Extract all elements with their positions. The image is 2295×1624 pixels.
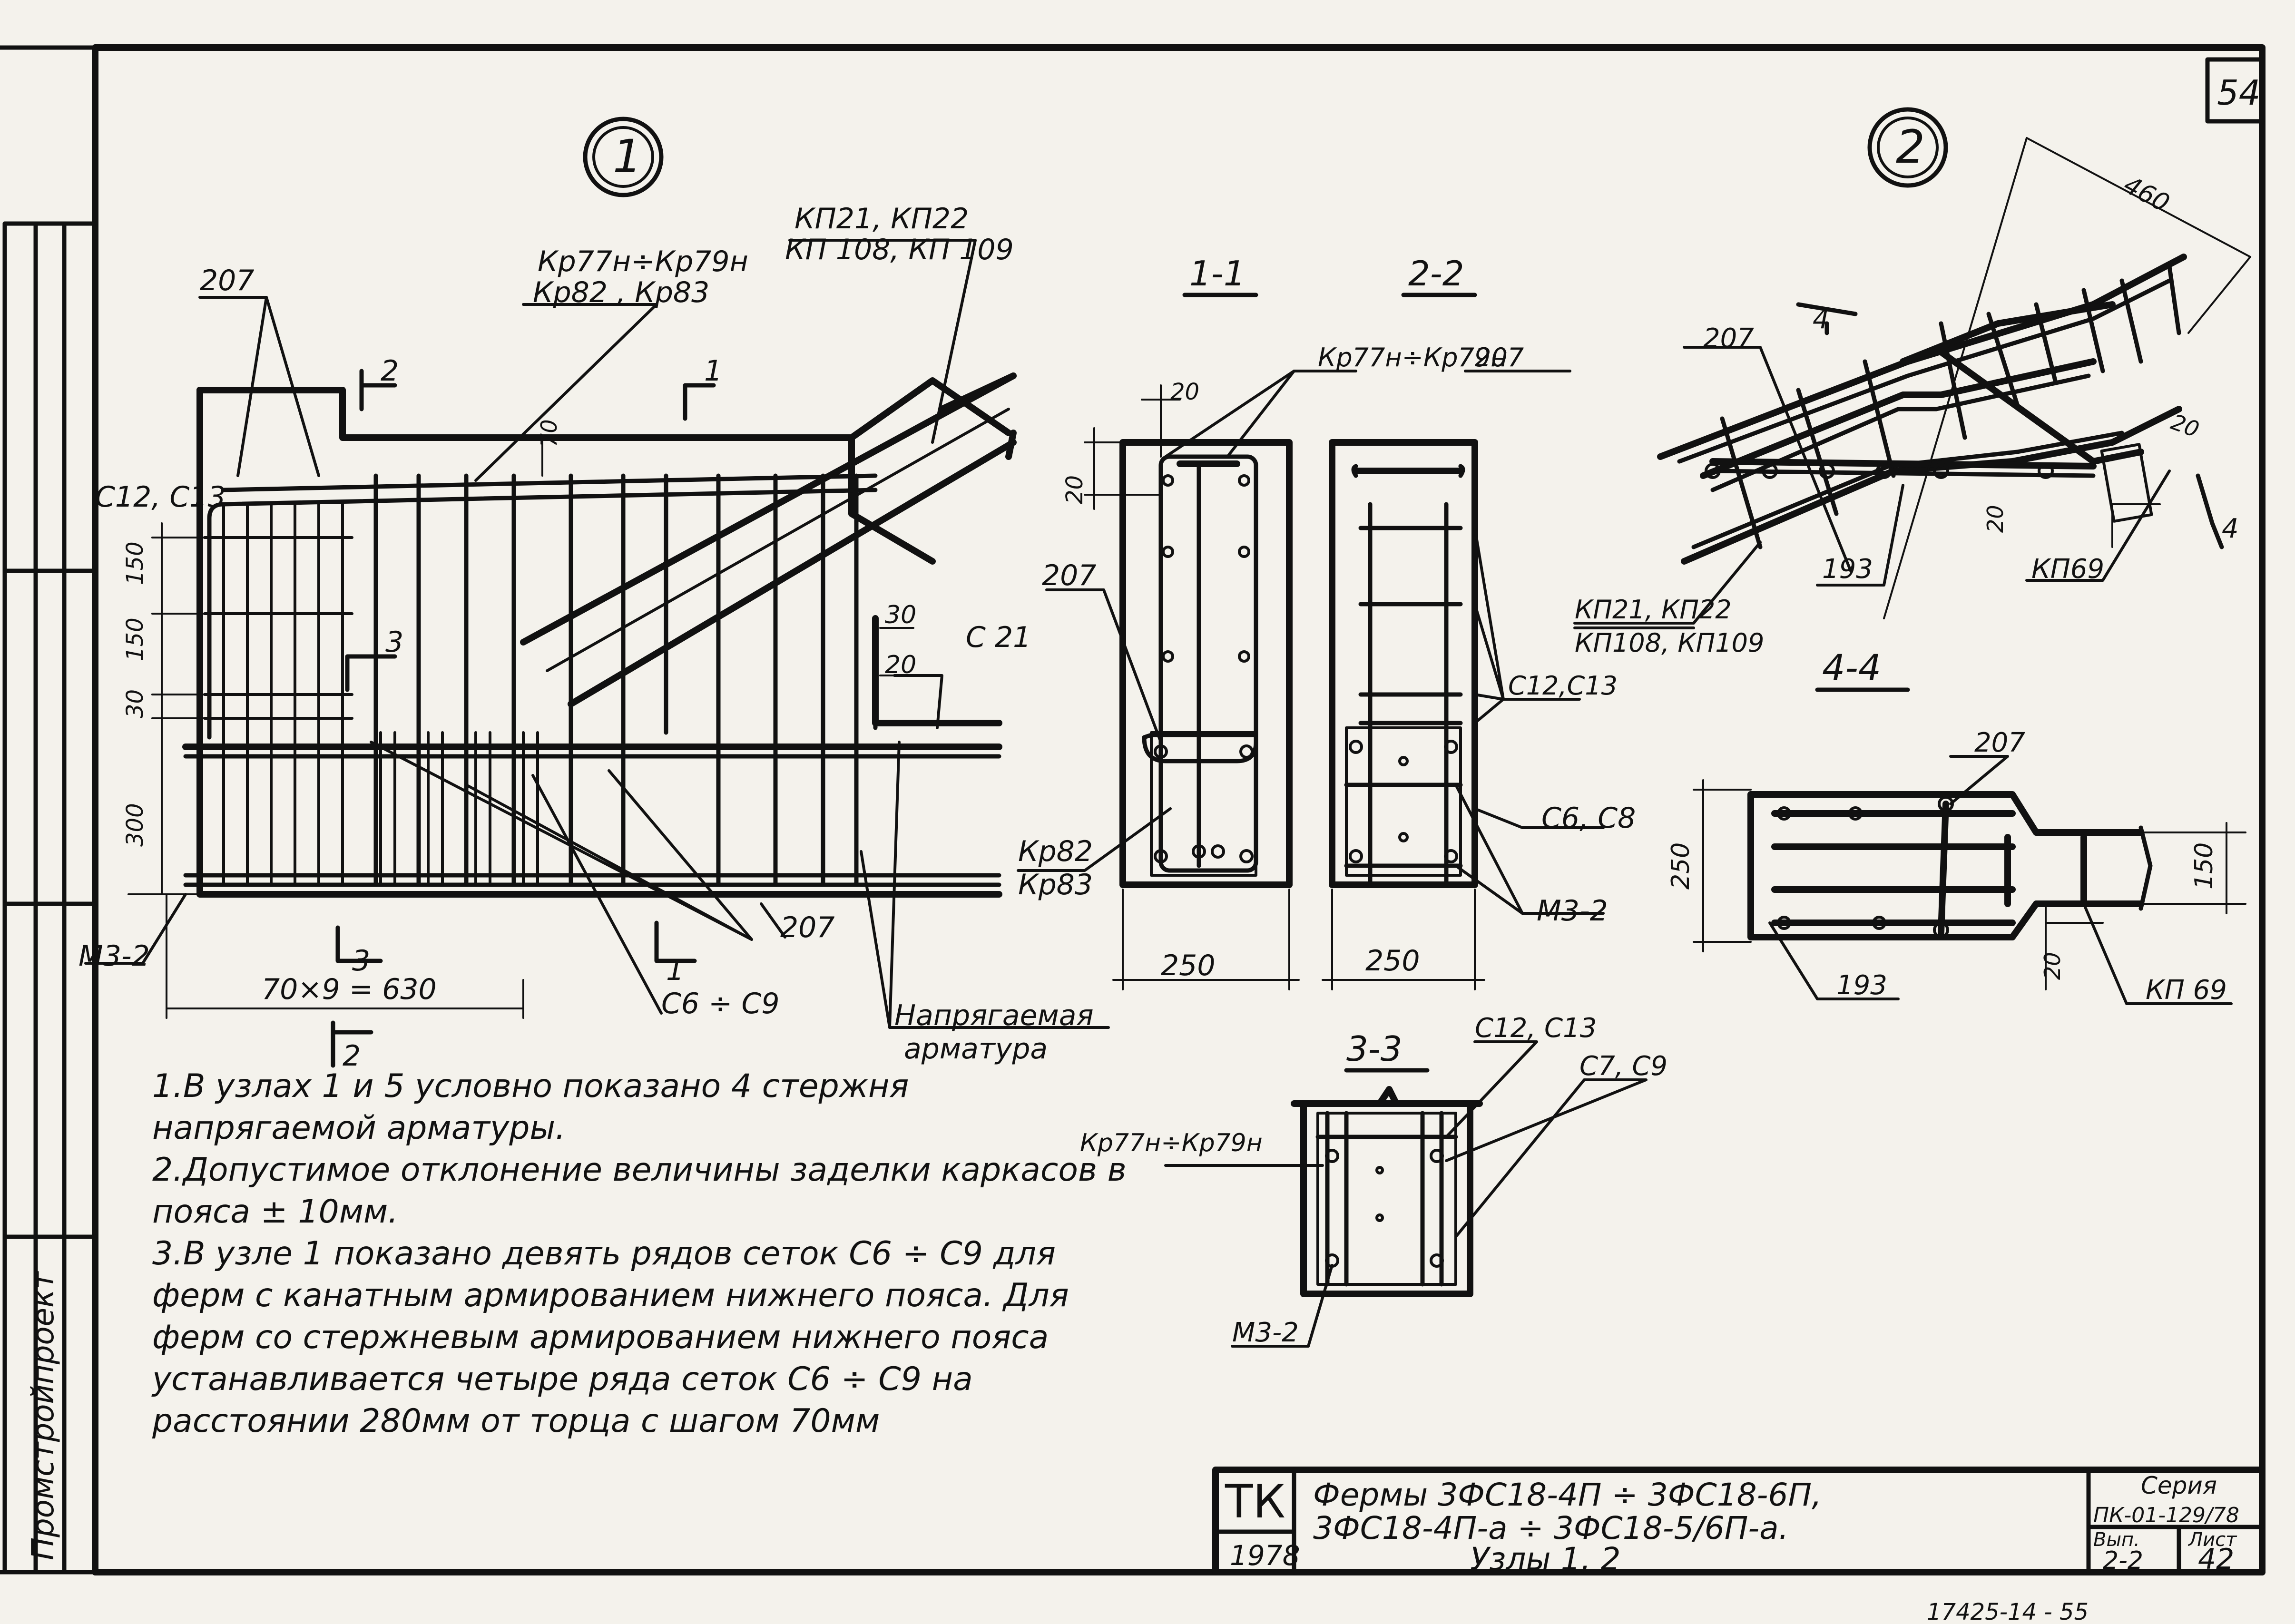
node2-marker-outer — [1867, 107, 1948, 188]
side-stamp-org: Промстройпроект — [26, 1271, 61, 1560]
node1-label-c6c9: С6 ÷ С9 — [661, 987, 780, 1020]
section11-label-207: 207 — [1042, 559, 1097, 592]
node1-marker-inner — [592, 126, 654, 188]
node1-label-20: 20 — [885, 651, 916, 679]
section22-label-c6c8: С6, С8 — [1541, 802, 1636, 835]
node1-label-c12c13: С12, С13 — [95, 480, 226, 514]
node1-section-3-mid: 3 — [385, 626, 403, 659]
node1-marker-outer — [583, 117, 664, 197]
series-label: Серия — [2141, 1472, 2217, 1499]
note-1: 1.В узлах 1 и 5 условно показано 4 стерж… — [152, 1067, 909, 1147]
page-number: 54 — [2217, 73, 2261, 113]
page-number-box: 54 — [2205, 57, 2265, 124]
node1-label-dim-bottom: 70×9 = 630 — [262, 973, 437, 1006]
node1-label-30: 30 — [885, 601, 916, 629]
section44-label-207: 207 — [1974, 727, 2025, 758]
section33-label-kr: Кр77н÷Кр79н — [1080, 1129, 1263, 1157]
section11-title: 1-1 — [1189, 254, 1246, 293]
title-code: ТК — [1225, 1475, 1285, 1528]
node1-label-kp-top2: КП 108, КП 109 — [785, 233, 1014, 266]
node1-drawing: 1 — [78, 117, 1110, 1073]
node1-section-1-bot: 1 — [666, 954, 684, 987]
node2-section-4-right: 4 — [2222, 513, 2239, 544]
node2-dim-20b: 20 — [1982, 505, 2008, 533]
node2-marker-inner — [1877, 117, 1939, 178]
section33-title: 3-3 — [1346, 1029, 1402, 1069]
node1-section-2-bot: 2 — [343, 1039, 361, 1073]
node1-section-1-top: 1 — [704, 354, 722, 388]
section33-label-m32: М3-2 — [1232, 1317, 1299, 1348]
issue-value: 2-2 — [2103, 1546, 2143, 1575]
section33-label-c12: С12, С13 — [1475, 1013, 1597, 1044]
node1-section-3-bot: 3 — [352, 944, 370, 978]
node2-label-kp2: КП108, КП109 — [1575, 628, 1764, 658]
section22-label-kr: Кр77н÷Кр79н — [1318, 342, 1508, 372]
node1-label-207b: 207 — [780, 911, 835, 944]
note-3: 3.В узле 1 показано девять рядов сеток С… — [152, 1235, 1069, 1440]
node2-label-kp1: КП21, КП22 — [1575, 595, 1732, 625]
section22-title: 2-2 — [1408, 254, 1464, 293]
issue-label: Вып. — [2093, 1529, 2140, 1551]
title-line2: 3ФС18-4П-а ÷ 3ФС18-5/6П-а. — [1313, 1510, 1789, 1546]
node2-label-kp69: КП69 — [2031, 554, 2104, 585]
node1-label-70: 70 — [536, 419, 562, 447]
node1-label-300: 300 — [122, 803, 148, 847]
series-value: ПК-01-129/78 — [2093, 1503, 2239, 1527]
node1-label-207: 207 — [200, 264, 255, 297]
section44-title: 4-4 — [1822, 646, 1881, 689]
section-1-1: 1-1 — [1017, 254, 1357, 990]
section44-label-kp69: КП 69 — [2146, 975, 2227, 1006]
node1-label-kr-top2: Кр82 , Кр83 — [533, 276, 709, 309]
archive-number: 17425-14 - 55 — [1927, 1599, 2089, 1624]
section11-dim-20a: 20 — [1170, 379, 1199, 405]
section11-dim-20b: 20 — [1061, 475, 1088, 504]
node1-section-2-top: 2 — [381, 354, 399, 388]
notes-block: 1.В узлах 1 и 5 условно показано 4 стерж… — [152, 1066, 1132, 1442]
section44-dim-150: 150 — [2190, 842, 2218, 890]
section22-width: 250 — [1365, 944, 1420, 978]
node1-label-prestressed2: арматура — [904, 1032, 1048, 1066]
section33-label-c7c9: С7, С9 — [1579, 1051, 1667, 1082]
node1-label-c21: С 21 — [966, 621, 1031, 654]
section-2-2: 2-2 — [1318, 254, 1636, 990]
sheet-frame — [0, 44, 2266, 1575]
sheet-value: 42 — [2198, 1543, 2234, 1576]
node1-label-prestressed1: Напрягаемая — [894, 999, 1094, 1032]
node2-marker-label: 2 — [1896, 120, 1925, 174]
section11-width: 250 — [1161, 949, 1216, 982]
side-stamp: Промстройпроект — [2, 221, 98, 1572]
title-line1: Фермы 3ФС18-4П ÷ 3ФС18-6П, — [1313, 1477, 1822, 1513]
node2-section-4-top: 4 — [1813, 304, 1830, 335]
section22-label-c12: С12,С13 — [1508, 671, 1618, 701]
node2-drawing: 2 — [1573, 107, 2251, 658]
node1-label-kr-top1: Кр77н÷Кр79н — [538, 245, 748, 278]
section44-dim-20: 20 — [2040, 952, 2065, 980]
node2-dim-460: 460 — [2119, 171, 2174, 218]
section-4-4: 4-4 — [1667, 646, 2246, 1006]
note-2: 2.Допустимое отклонение величины заделки… — [152, 1151, 1127, 1231]
section22-label-m32: М3-2 — [1537, 894, 1608, 928]
sheet-label: Лист — [2187, 1529, 2237, 1551]
title-block: ТК 1978 Фермы 3ФС18-4П ÷ 3ФС18-6П, 3ФС18… — [1212, 1467, 2266, 1577]
node1-label-150b: 150 — [122, 617, 148, 661]
title-year: 1978 — [1230, 1539, 1300, 1572]
section44-dim-250: 250 — [1667, 842, 1695, 890]
node2-dim-193: 193 — [1822, 554, 1873, 585]
node1-label-30b: 30 — [122, 689, 148, 718]
section11-label-kr83: Кр83 — [1018, 868, 1093, 901]
node1-label-150a: 150 — [122, 541, 148, 585]
section44-dim-193: 193 — [1836, 970, 1887, 1001]
node1-label-m32: М3-2 — [78, 939, 150, 973]
node2-label-207: 207 — [1703, 323, 1754, 354]
section11-label-kr82: Кр82 — [1018, 835, 1093, 868]
node1-marker-label: 1 — [613, 130, 642, 183]
section-3-3: 3-3 С12, С13 С7, С9 Кр77н÷Кр79н М3-2 — [1080, 1013, 1667, 1348]
title-line3: Узлы 1, 2 — [1470, 1541, 1621, 1577]
section22-label-207: 207 — [1475, 342, 1524, 372]
node1-label-kp-top1: КП21, КП22 — [794, 202, 969, 235]
